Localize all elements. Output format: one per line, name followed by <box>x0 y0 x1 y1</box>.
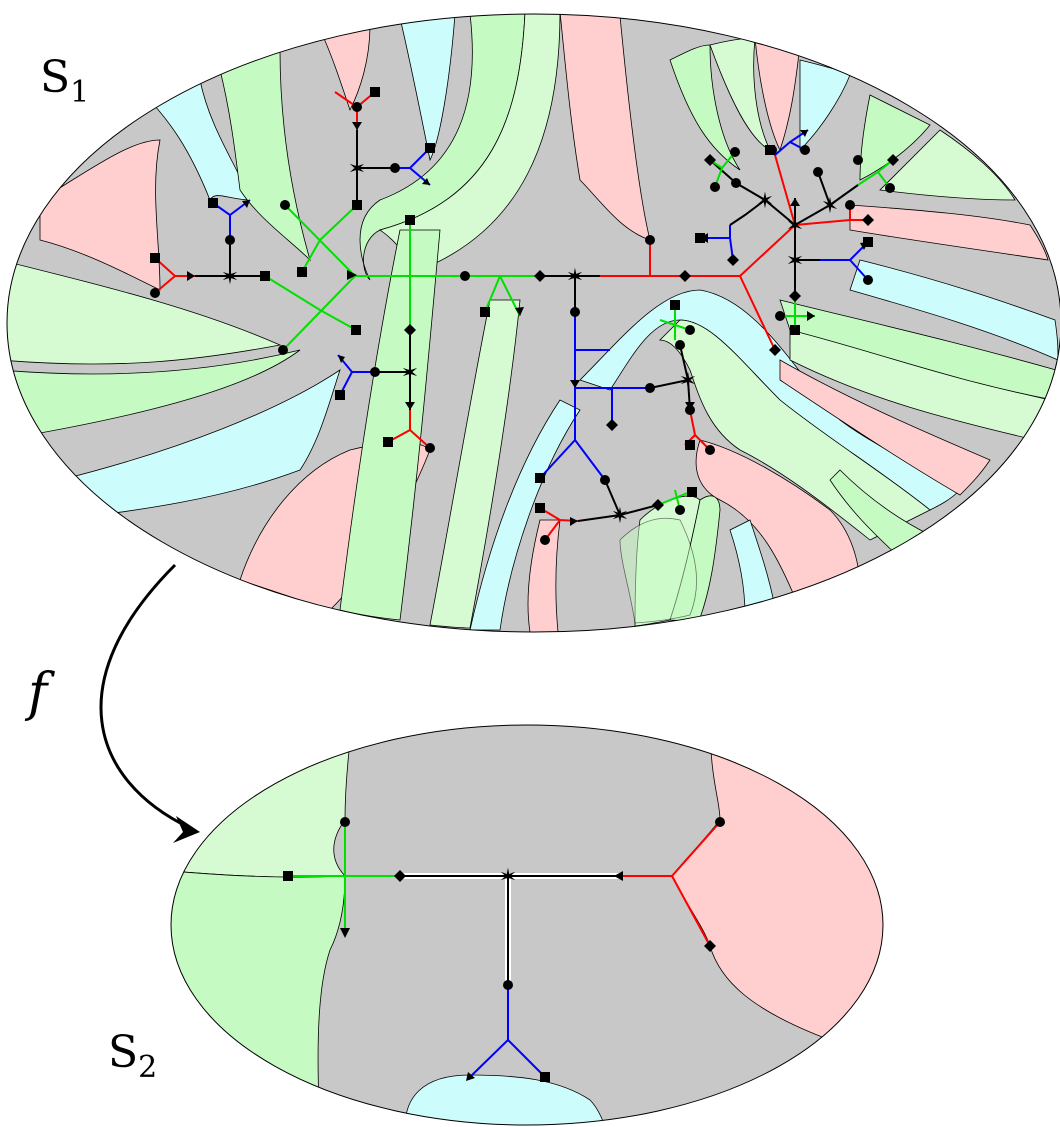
region-cyan <box>849 259 1059 361</box>
region-pink <box>779 359 991 496</box>
svg-text:✶: ✶ <box>611 504 629 529</box>
label-f: f <box>24 663 55 723</box>
star-vertex: ✶ ✶ ✶ ✶ ✶ ✶ ✶ ✶ ✶ ✶ <box>221 157 839 529</box>
svg-text:✶: ✶ <box>401 361 419 386</box>
edge-red <box>685 224 796 351</box>
svg-text:✶: ✶ <box>679 369 697 394</box>
edge-blue <box>539 312 650 481</box>
arrow-vertex <box>614 871 623 881</box>
svg-text:✶: ✶ <box>566 265 584 290</box>
edge-green <box>288 822 400 932</box>
arrow-vertices <box>187 122 868 526</box>
svg-text:✶: ✶ <box>348 157 366 182</box>
region-green <box>7 349 301 441</box>
square-vertex <box>540 1072 550 1082</box>
edge-blue <box>212 147 431 396</box>
region-green <box>619 517 697 624</box>
region-pink <box>527 519 561 632</box>
edge-red <box>154 91 431 449</box>
map-arrow-curve <box>99 563 191 830</box>
edge-red <box>600 240 685 277</box>
surface-s2: ✶ S2 <box>108 724 884 1126</box>
region-cyan <box>404 1074 606 1125</box>
region-light-green <box>879 129 1016 201</box>
square-vertices <box>150 87 873 513</box>
region-pink <box>849 204 1049 261</box>
star-vertex: ✶ <box>499 865 517 890</box>
surface-s1: ✶ ✶ ✶ ✶ ✶ ✶ ✶ ✶ ✶ ✶ <box>6 13 1060 633</box>
edge-blue <box>469 985 546 1078</box>
region-green <box>339 229 441 621</box>
map-arrow: f <box>24 563 200 843</box>
circle-vertices <box>150 102 895 545</box>
region-cyan <box>469 399 581 631</box>
surface-s1-outline <box>6 13 1060 633</box>
edge-red <box>620 821 721 947</box>
edge-black <box>709 159 859 320</box>
region-pink <box>39 139 161 291</box>
region-cyan <box>59 369 341 521</box>
edge-black <box>400 875 620 985</box>
label-s1: S1 <box>40 52 89 110</box>
surface-s2-outline <box>170 724 884 1126</box>
surface-s1-regions <box>7 14 1059 632</box>
svg-text:✶: ✶ <box>786 249 804 274</box>
region-green <box>171 869 346 1125</box>
edge-black <box>577 344 691 522</box>
circle-vertex <box>503 980 513 990</box>
edge-green <box>355 220 540 330</box>
edge-green <box>709 151 894 330</box>
diamond-vertices <box>404 154 899 511</box>
svg-text:✶: ✶ <box>821 194 839 219</box>
edge-black <box>195 130 411 410</box>
region-light-green <box>7 259 282 365</box>
diamond-vertex <box>394 870 406 882</box>
svg-text:✶: ✶ <box>786 214 804 239</box>
map-arrow-head <box>173 816 200 843</box>
diamond-vertex <box>704 940 716 952</box>
region-green <box>669 44 741 171</box>
svg-text:✶: ✶ <box>756 189 774 214</box>
circle-vertex <box>340 817 350 827</box>
arrow-vertex <box>340 928 350 938</box>
edge-green <box>264 204 358 351</box>
graph-s1-edges <box>154 91 894 541</box>
circle-vertex <box>715 817 725 827</box>
region-light-green <box>429 299 521 629</box>
svg-text:✶: ✶ <box>221 265 239 290</box>
region-light-green <box>171 725 356 878</box>
graph-s2-vertices: ✶ <box>283 817 725 1082</box>
graph-s1-vertices: ✶ ✶ ✶ ✶ ✶ ✶ ✶ ✶ ✶ ✶ <box>150 87 899 545</box>
region-light-green <box>659 319 931 541</box>
edge-green <box>657 305 691 511</box>
square-vertex <box>283 871 293 881</box>
edge-blue <box>700 129 869 281</box>
label-s2: S2 <box>108 1027 157 1085</box>
graph-s2-edges <box>288 821 721 1078</box>
arrow-vertex <box>466 1072 475 1081</box>
